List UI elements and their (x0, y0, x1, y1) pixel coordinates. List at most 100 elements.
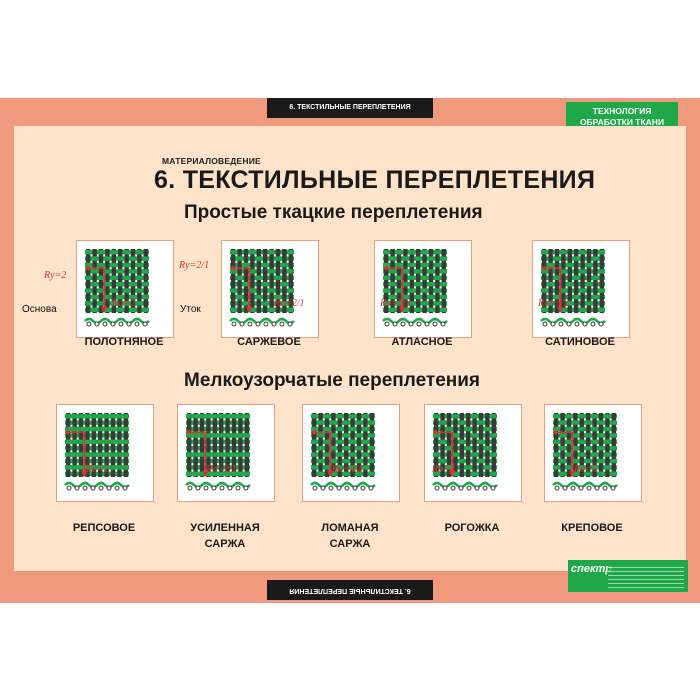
cross-section-warp (263, 321, 269, 327)
warp-yarn (396, 249, 402, 313)
weft-float (330, 446, 337, 451)
warp-yarn (369, 413, 374, 477)
weft-float (585, 471, 592, 476)
weft-float (317, 446, 324, 451)
publisher-fine-print (608, 564, 684, 588)
weft-float (458, 458, 465, 464)
warp-yarn (428, 249, 434, 313)
weft-float (192, 452, 199, 457)
weft-float (445, 446, 453, 451)
warp-yarn (72, 413, 77, 477)
content-panel: МАТЕРИАЛОВЕДЕНИЕ 6. ТЕКСТИЛЬНЫЕ ПЕРЕПЛЕТ… (14, 126, 686, 571)
warp-yarn (561, 249, 566, 313)
weft-float (439, 420, 446, 425)
repeat-warp-reinforced-twill: Rо=2/1 (206, 464, 237, 475)
warp-yarn (92, 249, 97, 313)
weft-float (136, 288, 143, 293)
weft-float (236, 275, 243, 280)
cross-section-warp (368, 485, 374, 491)
weft-yarn (541, 307, 605, 312)
weft-float (592, 256, 599, 261)
weft-float (484, 446, 491, 451)
weft-float (110, 301, 117, 306)
weft-float (597, 420, 605, 425)
weft-float (433, 433, 440, 438)
weft-float (434, 250, 441, 255)
weft-float (368, 420, 375, 425)
weft-float (559, 446, 566, 451)
weft-float (218, 471, 225, 476)
weft-float (84, 414, 91, 419)
poster-frame: 6. ТЕКСТИЛЬНЫЕ ПЕРЕПЛЕТЕНИЯ ТЕХНОЛОГИЯ О… (0, 98, 700, 603)
weave-label-broken-twill-line2: САРЖА (329, 538, 371, 550)
weft-float (445, 465, 453, 470)
weft-float (129, 307, 137, 312)
cross-section-warp (187, 485, 193, 491)
weft-float (274, 275, 282, 280)
cross-section-warp (142, 321, 148, 327)
weft-float (402, 282, 409, 287)
cross-section-warp (336, 485, 342, 491)
weft-float (490, 433, 497, 438)
weft-float (192, 414, 199, 419)
section2-title: Мелкоузорчатые переплетения (184, 370, 481, 391)
repeat-warp-crepe: Rо=5 (574, 464, 597, 475)
cross-section-warp (235, 485, 241, 491)
weft-float (362, 414, 369, 419)
weft-float (103, 439, 110, 444)
cross-section-warp (392, 321, 398, 327)
weft-float (566, 301, 573, 306)
weft-float (560, 307, 567, 312)
weft-float (268, 250, 275, 255)
weft-float (142, 282, 149, 287)
weft-float (585, 282, 593, 287)
weave-label-plain: ПОЛОТНЯНОЕ (84, 336, 164, 348)
cross-section-warp (279, 321, 285, 327)
weft-float (103, 452, 110, 457)
weft-float (317, 433, 324, 438)
cross-section-weft (310, 481, 376, 489)
weft-float (142, 256, 149, 261)
warp-yarn (263, 249, 268, 313)
weft-float (97, 262, 105, 268)
warp-yarn (238, 413, 243, 477)
weft-float (355, 471, 363, 476)
weft-yarn (186, 426, 250, 432)
weft-float (585, 420, 592, 425)
weft-float (103, 426, 110, 432)
warp-yarn (104, 413, 109, 477)
repeat-weft-plain: Rу=2 (44, 270, 67, 281)
weft-float (572, 420, 579, 425)
weft-float (274, 256, 282, 261)
warp-yarn (123, 413, 128, 477)
weft-float (186, 414, 193, 419)
weft-float (268, 307, 275, 312)
cross-section-warp (554, 485, 560, 491)
weft-float (572, 433, 579, 438)
weft-yarn (186, 446, 250, 451)
weft-float (243, 433, 250, 438)
weft-float (585, 446, 592, 451)
warp-yarn (212, 413, 217, 477)
warp-yarn (554, 249, 560, 313)
weave-label-crepe-line1: КРЕПОВОЕ (561, 522, 623, 534)
warp-yarn (269, 249, 274, 313)
weft-float (572, 458, 579, 464)
warp-yarn (318, 413, 323, 477)
cross-section-weft (64, 481, 130, 489)
repeat-arrowhead (311, 429, 315, 436)
weft-float (311, 439, 318, 444)
cross-section-weft (552, 481, 618, 489)
weft-float (402, 294, 409, 300)
weft-float (572, 471, 579, 476)
repeat-arrow-path (65, 431, 85, 475)
weft-float (65, 439, 72, 444)
weft-float (65, 452, 72, 457)
warp-yarn (98, 249, 104, 313)
publisher-logo: спектр (571, 563, 613, 575)
repeat-arrowhead (101, 307, 108, 313)
weft-float (218, 452, 225, 457)
weft-float (205, 452, 212, 457)
weft-float (198, 471, 206, 476)
weft-float (484, 426, 491, 432)
